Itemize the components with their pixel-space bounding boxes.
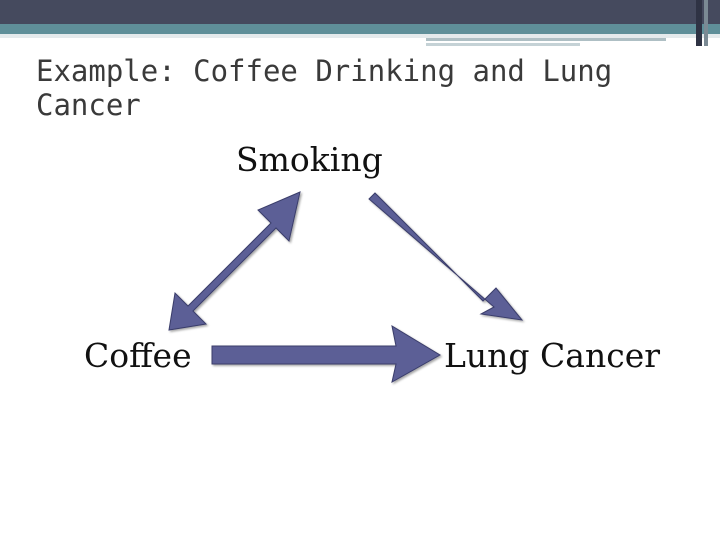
arrow-smoking-lung-cancer bbox=[368, 192, 524, 321]
header-decoration bbox=[0, 0, 720, 46]
slide-title: Example: Coffee Drinking and Lung Cancer bbox=[36, 54, 613, 122]
node-coffee: Coffee bbox=[84, 336, 192, 375]
node-smoking: Smoking bbox=[236, 140, 383, 179]
header-strip bbox=[0, 24, 720, 34]
arrow-coffee-lung-cancer bbox=[211, 324, 441, 383]
arrow-smoking-coffee bbox=[168, 191, 301, 331]
node-lung-cancer: Lung Cancer bbox=[444, 336, 660, 375]
header-bar bbox=[0, 0, 720, 24]
